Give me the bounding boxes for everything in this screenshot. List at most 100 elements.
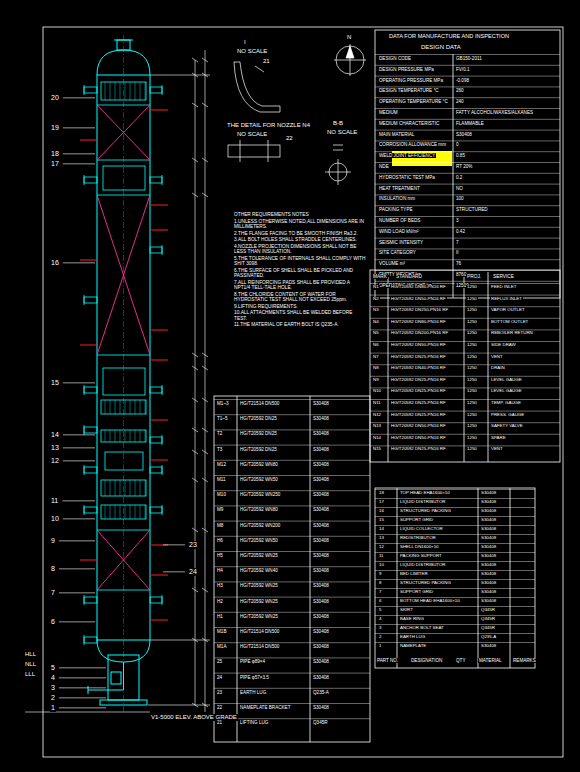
callout-number: 14 (50, 431, 60, 439)
table-cell: REDISTRIBUTOR (399, 536, 437, 541)
distributor-pipes (140, 480, 141, 496)
dimension-line (195, 60, 196, 705)
leader-line (59, 677, 106, 678)
detail-views (255, 66, 264, 72)
nozzle (150, 87, 162, 93)
table-cell: 21 (216, 720, 223, 725)
leader-line (63, 153, 95, 154)
packing-bed (97, 105, 150, 590)
distributor-pipes (120, 82, 121, 100)
table-cell: 1250 (466, 413, 478, 418)
table-cell: HG/T20592 WN50 (239, 477, 279, 482)
table-cell: HG/T20592 DN25-PN16 RF (390, 389, 447, 394)
table-rule (375, 588, 535, 589)
table-cell: I (243, 39, 247, 46)
dimension-tick (192, 528, 198, 532)
distributor-pipes (120, 505, 121, 519)
table-cell: T3 (216, 447, 223, 452)
table-cell: 1250 (466, 378, 478, 383)
frame (237, 396, 238, 742)
table-cell: LEVEL GAUGE (490, 378, 523, 383)
table-rule (375, 151, 560, 152)
column-internals (97, 355, 150, 356)
table-cell: 3 (378, 626, 382, 631)
nozzle (84, 177, 97, 183)
table-cell: 10 (378, 563, 385, 568)
table-cell: 1250 (466, 447, 478, 452)
table-rule (214, 490, 370, 491)
table-cell: SUPPORT GRID (399, 518, 434, 523)
distributor-pipes (105, 82, 145, 519)
table-rule (370, 306, 560, 307)
table-rule (370, 364, 560, 365)
callout-number: 15 (50, 379, 60, 387)
column-internals (97, 82, 150, 590)
table-rule (375, 238, 560, 239)
detail-views (268, 140, 269, 162)
column-internals (101, 480, 146, 496)
dimension-tick (192, 353, 198, 357)
table-cell: DESIGN PRESSURE MPa (378, 67, 435, 72)
table-cell: BED LIMITER (399, 572, 429, 577)
table-rule (375, 248, 560, 249)
table-cell: HG/T20592 DN25-PN16 RF (390, 447, 447, 452)
table-cell: S30408 (480, 644, 497, 649)
table-cell: FEED INLET (490, 285, 517, 290)
column-internals (101, 505, 146, 519)
table-cell: S30408 (312, 675, 330, 680)
table-rule (375, 561, 535, 562)
dimension-tick (202, 193, 208, 197)
dimension-tick (202, 58, 208, 62)
frame (370, 270, 560, 462)
table-cell: HG/T20592 WN25 (239, 614, 279, 619)
table-cell: Q345R (480, 608, 496, 613)
detail-views (333, 145, 343, 146)
nozzle (84, 295, 85, 305)
distributor-pipes (115, 82, 116, 100)
dimension-tick (192, 158, 198, 162)
table-cell: 1250 (466, 308, 478, 313)
table-cell: HG/T20592 DN25-PN16 RF (390, 401, 447, 406)
leader-line (59, 540, 95, 541)
table-cell: PACKING TYPE (378, 207, 414, 212)
distributor-pipes (110, 400, 111, 414)
table-rule (375, 570, 535, 571)
leader-line (59, 621, 95, 622)
table-rule (214, 597, 370, 598)
table-cell: TOP HEAD EHA1600×10 (399, 491, 451, 496)
table-rule (375, 525, 535, 526)
table-cell: 0.42 (455, 229, 466, 234)
instrument-mark (80, 260, 97, 261)
notes-block: OTHER REQUIREMENTS NOTES1.UNLESS OTHERWI… (234, 212, 366, 329)
distributor-pipes (130, 505, 131, 519)
table-cell: II (455, 250, 460, 255)
table-cell: T2 (216, 431, 223, 436)
table-cell: CORROSION ALLOWANCE mm (378, 142, 447, 147)
table-cell: FV/0.1 (455, 67, 471, 72)
table-cell: HG/T20592 DN50-PN16 RF (390, 436, 447, 441)
table-cell: N12 (372, 413, 382, 418)
nozzle (84, 637, 97, 643)
column-internals (97, 160, 150, 161)
table-cell: S30408 (480, 500, 497, 505)
note-line: 8.THE CHLORIDE CONTENT OF WATER FOR HYDR… (234, 292, 366, 303)
table-rule (375, 205, 560, 206)
table-cell: 1250 (466, 424, 478, 429)
column-shell (97, 75, 150, 640)
instrument-mark (150, 230, 168, 231)
table-rule (375, 270, 560, 271)
table-cell: NO SCALE (236, 131, 268, 138)
distributor-pipes (120, 400, 121, 414)
frame (397, 488, 398, 668)
table-cell: LIFTING LUG (239, 720, 269, 725)
table-cell: V1-5000 ELEV. ABOVE GRADE (150, 714, 238, 721)
table-cell: SERVICE (492, 274, 515, 279)
table-cell: S30408 (312, 538, 330, 543)
distributor-pipes (110, 480, 111, 496)
table-cell: SAFETY VALVE (490, 424, 524, 429)
table-cell: 14 (378, 527, 385, 532)
table-cell: N2 (372, 297, 380, 302)
table-cell: PACKING SUPPORT (399, 554, 443, 559)
table-cell: S30408 (480, 518, 497, 523)
nozzle (84, 85, 162, 645)
